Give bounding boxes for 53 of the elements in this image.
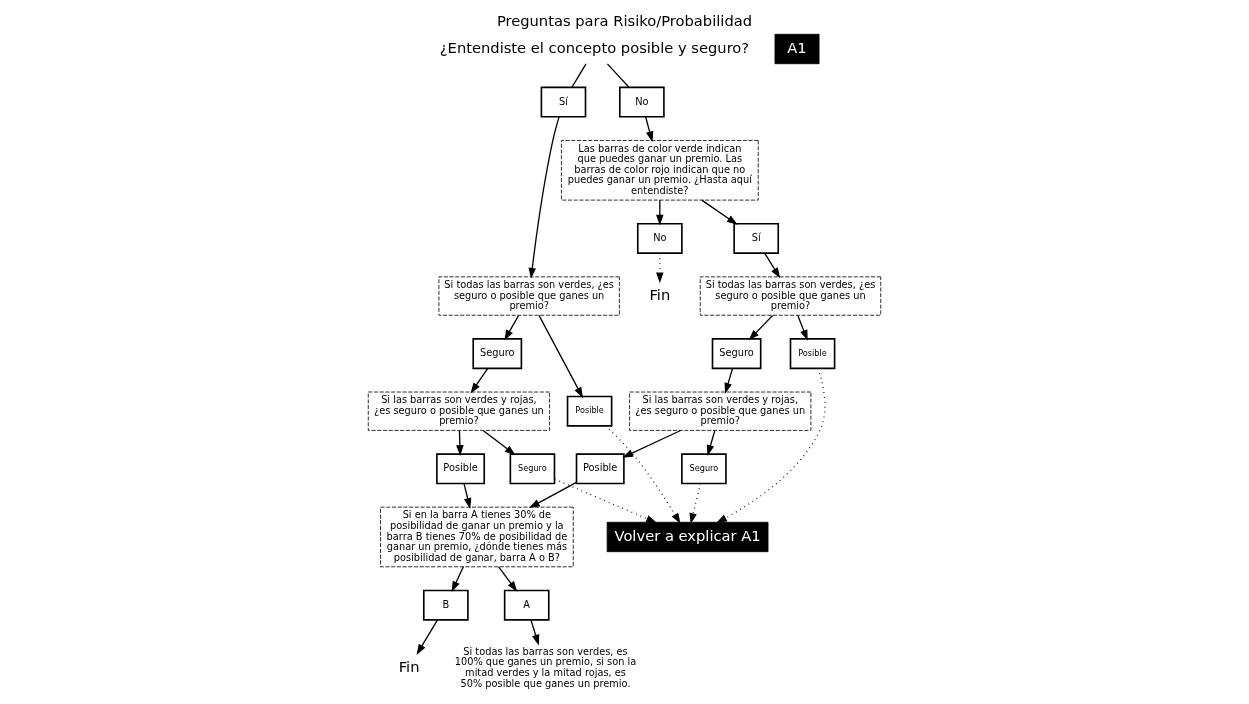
arrow [416, 619, 439, 655]
node-box: A1 [774, 33, 820, 65]
node-text: ¿Entendiste el concepto posible y seguro? [439, 38, 750, 56]
node-box: Seguro [681, 453, 727, 485]
node-box: Las barras de color verde indican que puedes ganar un premio. Las barras de color rojo indican que no puedes ganar un premio. ¿Hasta aquí entendiste? [561, 140, 759, 201]
arrow [701, 199, 738, 225]
arrow [451, 566, 464, 593]
connector [606, 63, 630, 88]
node-box: A [503, 589, 550, 621]
node-box: Si las barras son verdes y rojas, ¿es seguro o posible que ganes un premio? [629, 391, 812, 431]
node-box: Posible [789, 338, 836, 370]
arrow [504, 314, 520, 341]
arrow [530, 619, 540, 646]
node-box: Si todas las barras son verdes, ¿es seguro o posible que ganes un premio? [699, 276, 882, 316]
node-box: Posible [436, 453, 486, 485]
arrow [529, 481, 578, 509]
node-box: Seguro [472, 338, 523, 370]
arrow [554, 478, 657, 524]
node-box: Seguro [509, 453, 556, 485]
arrow [689, 483, 702, 524]
arrow [622, 429, 682, 458]
arrow [764, 252, 781, 279]
node-text: Si todas las barras son verdes, es 100% que ganes un premio, si son la mitad verdes y la mitad rojas, es 50% posible que ganes un premio. [454, 645, 637, 689]
arrow [470, 367, 489, 394]
node-box: No [619, 86, 665, 118]
connector [571, 63, 587, 88]
node-box: Posible [575, 453, 625, 485]
arrow [528, 116, 560, 279]
node-text: Fin [398, 657, 420, 675]
node-box: Sí [540, 86, 587, 118]
arrow [538, 314, 583, 398]
arrow [797, 314, 808, 341]
node-box: Si en la barra A tienes 30% de posibilidad de ganar un premio y la barra B tienes 70% de posibilidad de ganar un premio, ¿dónde tienes más posibilidad de ganar, barra A o B? [380, 506, 574, 568]
arrow [716, 367, 826, 524]
node-box: Seguro [711, 338, 762, 370]
node-box: Sí [733, 222, 780, 254]
node-box: B [423, 589, 469, 621]
arrow [482, 430, 516, 456]
arrow [463, 483, 472, 509]
diagram-title: Preguntas para Risiko/Probabilidad [496, 12, 753, 30]
arrow [497, 566, 518, 592]
node-box: Si todas las barras son verdes, ¿es seguro o posible que ganes un premio? [438, 276, 620, 316]
arrow [656, 252, 664, 284]
node-text: Fin [649, 285, 671, 303]
arrow [645, 116, 654, 143]
node-box: Si las barras son verdes y rojas, ¿es seguro o posible que ganes un premio? [367, 391, 550, 431]
node-box: No [636, 222, 683, 254]
node-box: Posible [566, 395, 613, 427]
arrow [724, 367, 734, 394]
arrow [748, 314, 774, 341]
arrow [706, 430, 716, 456]
node-box: Volver a explicar A1 [606, 521, 769, 553]
arrow [604, 425, 681, 524]
